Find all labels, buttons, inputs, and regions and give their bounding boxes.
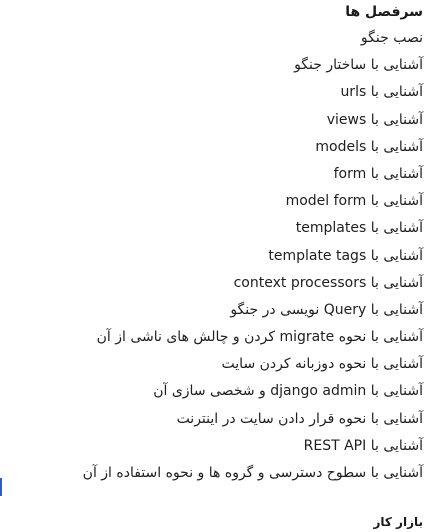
syllabus-heading: سرفصل ها (345, 4, 423, 20)
syllabus-list: نصب جنگو آشنایی با ساختار جنگو آشنایی با… (0, 25, 423, 487)
list-item: آشنایی با REST API (303, 437, 423, 454)
list-item: آشنایی با templates (295, 220, 423, 237)
list-item: آشنایی با نحوه دوزبانه کردن سایت (221, 356, 423, 373)
list-item: آشنایی با نحوه migrate کردن و چالش های ن… (96, 329, 423, 346)
list-item: آشنایی با context processors (233, 274, 423, 291)
list-item: آشنایی با django admin و شخصی سازی آن (153, 383, 423, 400)
list-item: آشنایی با model form (285, 193, 423, 210)
list-item: آشنایی با ساختار جنگو (294, 57, 423, 74)
list-item: آشنایی با نحوه قرار دادن سایت در اینترنت (176, 410, 423, 427)
list-item: آشنایی با template tags (268, 247, 423, 264)
list-item: آشنایی با models (315, 138, 423, 155)
list-item: نصب جنگو (360, 30, 423, 46)
list-item: آشنایی با form (333, 165, 423, 182)
list-item: آشنایی با سطوح دسترسی و گروه ها و نحوه ا… (82, 465, 423, 481)
scroll-indicator (0, 478, 2, 496)
list-item: آشنایی با Query نویسی در جنگو (230, 301, 423, 318)
job-market-heading: بازار کار (373, 515, 423, 529)
list-item: آشنایی با urls (340, 84, 423, 101)
list-item: آشنایی با views (326, 111, 423, 128)
